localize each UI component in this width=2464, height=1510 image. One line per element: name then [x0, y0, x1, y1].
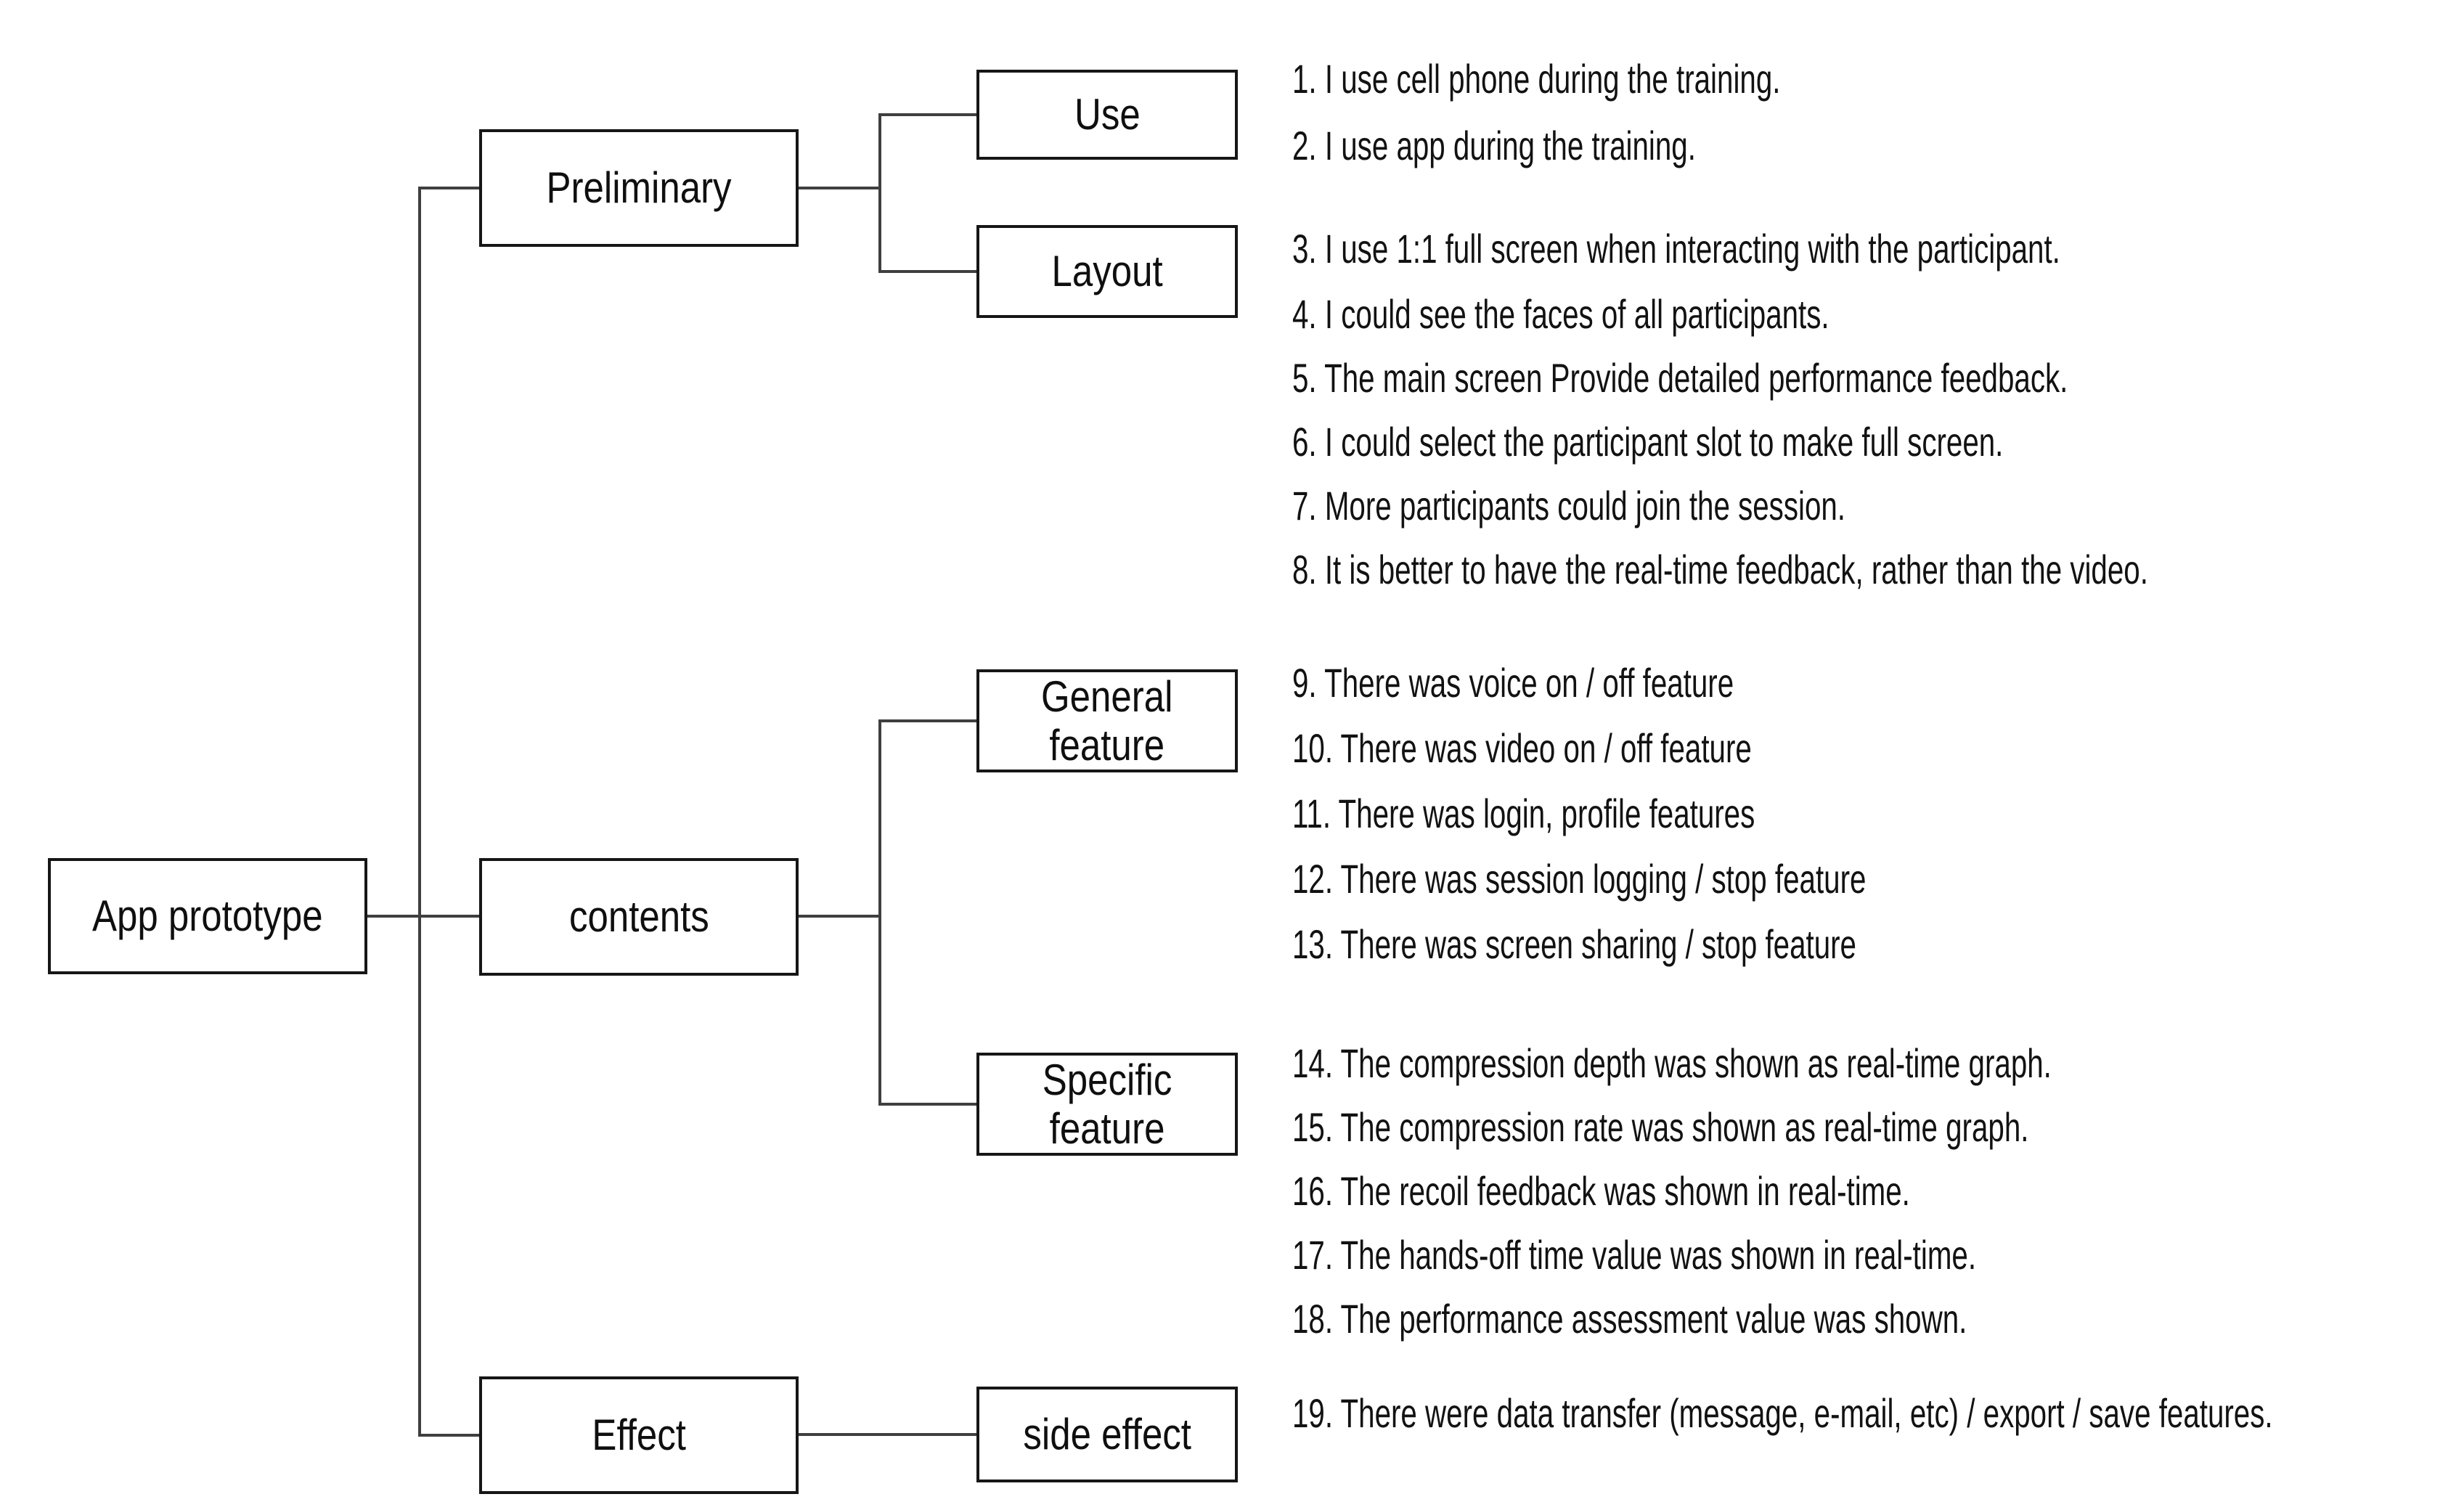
connector-trunk-to-preliminary	[418, 187, 479, 189]
node-effect: Effect	[479, 1376, 799, 1494]
statement-16: 16. The recoil feedback was shown in rea…	[1292, 1168, 1910, 1214]
node-side-effect: side effect	[976, 1387, 1238, 1482]
statement-14: 14. The compression depth was shown as r…	[1292, 1040, 2052, 1086]
connector-subtrunk-to-specific-feature	[878, 1103, 976, 1106]
node-effect-label: Effect	[592, 1411, 686, 1460]
connector-subtrunk-to-use	[878, 113, 976, 116]
connector-trunk-to-effect	[418, 1434, 479, 1437]
node-layout: Layout	[976, 225, 1238, 318]
connector-main-trunk	[418, 187, 421, 1437]
statement-10: 10. There was video on / off feature	[1292, 725, 1752, 771]
node-use: Use	[976, 70, 1238, 160]
node-app-prototype-label: App prototype	[92, 891, 323, 941]
node-side-effect-label: side effect	[1023, 1410, 1191, 1459]
connector-trunk-to-contents	[418, 915, 479, 918]
statement-8: 8. It is better to have the real-time fe…	[1292, 547, 2148, 592]
connector-subtrunk-to-layout	[878, 270, 976, 273]
connector-root-to-trunk	[367, 915, 421, 918]
statement-6: 6. I could select the participant slot t…	[1292, 419, 2004, 465]
connector-preliminary-to-subtrunk	[799, 187, 878, 189]
connector-subtrunk-to-general-feature	[878, 719, 976, 722]
statement-18: 18. The performance assessment value was…	[1292, 1296, 1967, 1342]
statement-11: 11. There was login, profile features	[1292, 791, 1755, 836]
statement-7: 7. More participants could join the sess…	[1292, 483, 1846, 528]
node-preliminary: Preliminary	[479, 129, 799, 247]
node-contents-label: contents	[568, 892, 709, 942]
node-use-label: Use	[1074, 90, 1141, 139]
node-general-feature-label: General feature	[1041, 672, 1173, 770]
statement-1: 1. I use cell phone during the training.	[1292, 56, 1781, 102]
statement-13: 13. There was screen sharing / stop feat…	[1292, 921, 1856, 967]
node-layout-label: Layout	[1051, 247, 1163, 296]
node-specific-feature: Specific feature	[976, 1053, 1238, 1156]
node-specific-feature-label: Specific feature	[1042, 1055, 1172, 1153]
statement-12: 12. There was session logging / stop fea…	[1292, 856, 1867, 902]
statement-15: 15. The compression rate was shown as re…	[1292, 1104, 2029, 1150]
connector-contents-to-subtrunk	[799, 915, 878, 918]
statement-17: 17. The hands-off time value was shown i…	[1292, 1232, 1977, 1278]
connector-effect-to-side-effect	[799, 1433, 976, 1436]
node-contents: contents	[479, 858, 799, 976]
node-app-prototype: App prototype	[48, 858, 367, 974]
connector-preliminary-subtrunk	[878, 113, 881, 273]
statement-3: 3. I use 1:1 full screen when interactin…	[1292, 226, 2060, 272]
connector-contents-subtrunk	[878, 719, 881, 1106]
statement-2: 2. I use app during the training.	[1292, 123, 1696, 168]
node-preliminary-label: Preliminary	[546, 163, 732, 213]
statement-4: 4. I could see the faces of all particip…	[1292, 291, 1829, 337]
statement-5: 5. The main screen Provide detailed perf…	[1292, 355, 2068, 401]
node-general-feature: General feature	[976, 669, 1238, 772]
statement-9: 9. There was voice on / off feature	[1292, 660, 1734, 706]
statement-19: 19. There were data transfer (message, e…	[1292, 1390, 2273, 1436]
